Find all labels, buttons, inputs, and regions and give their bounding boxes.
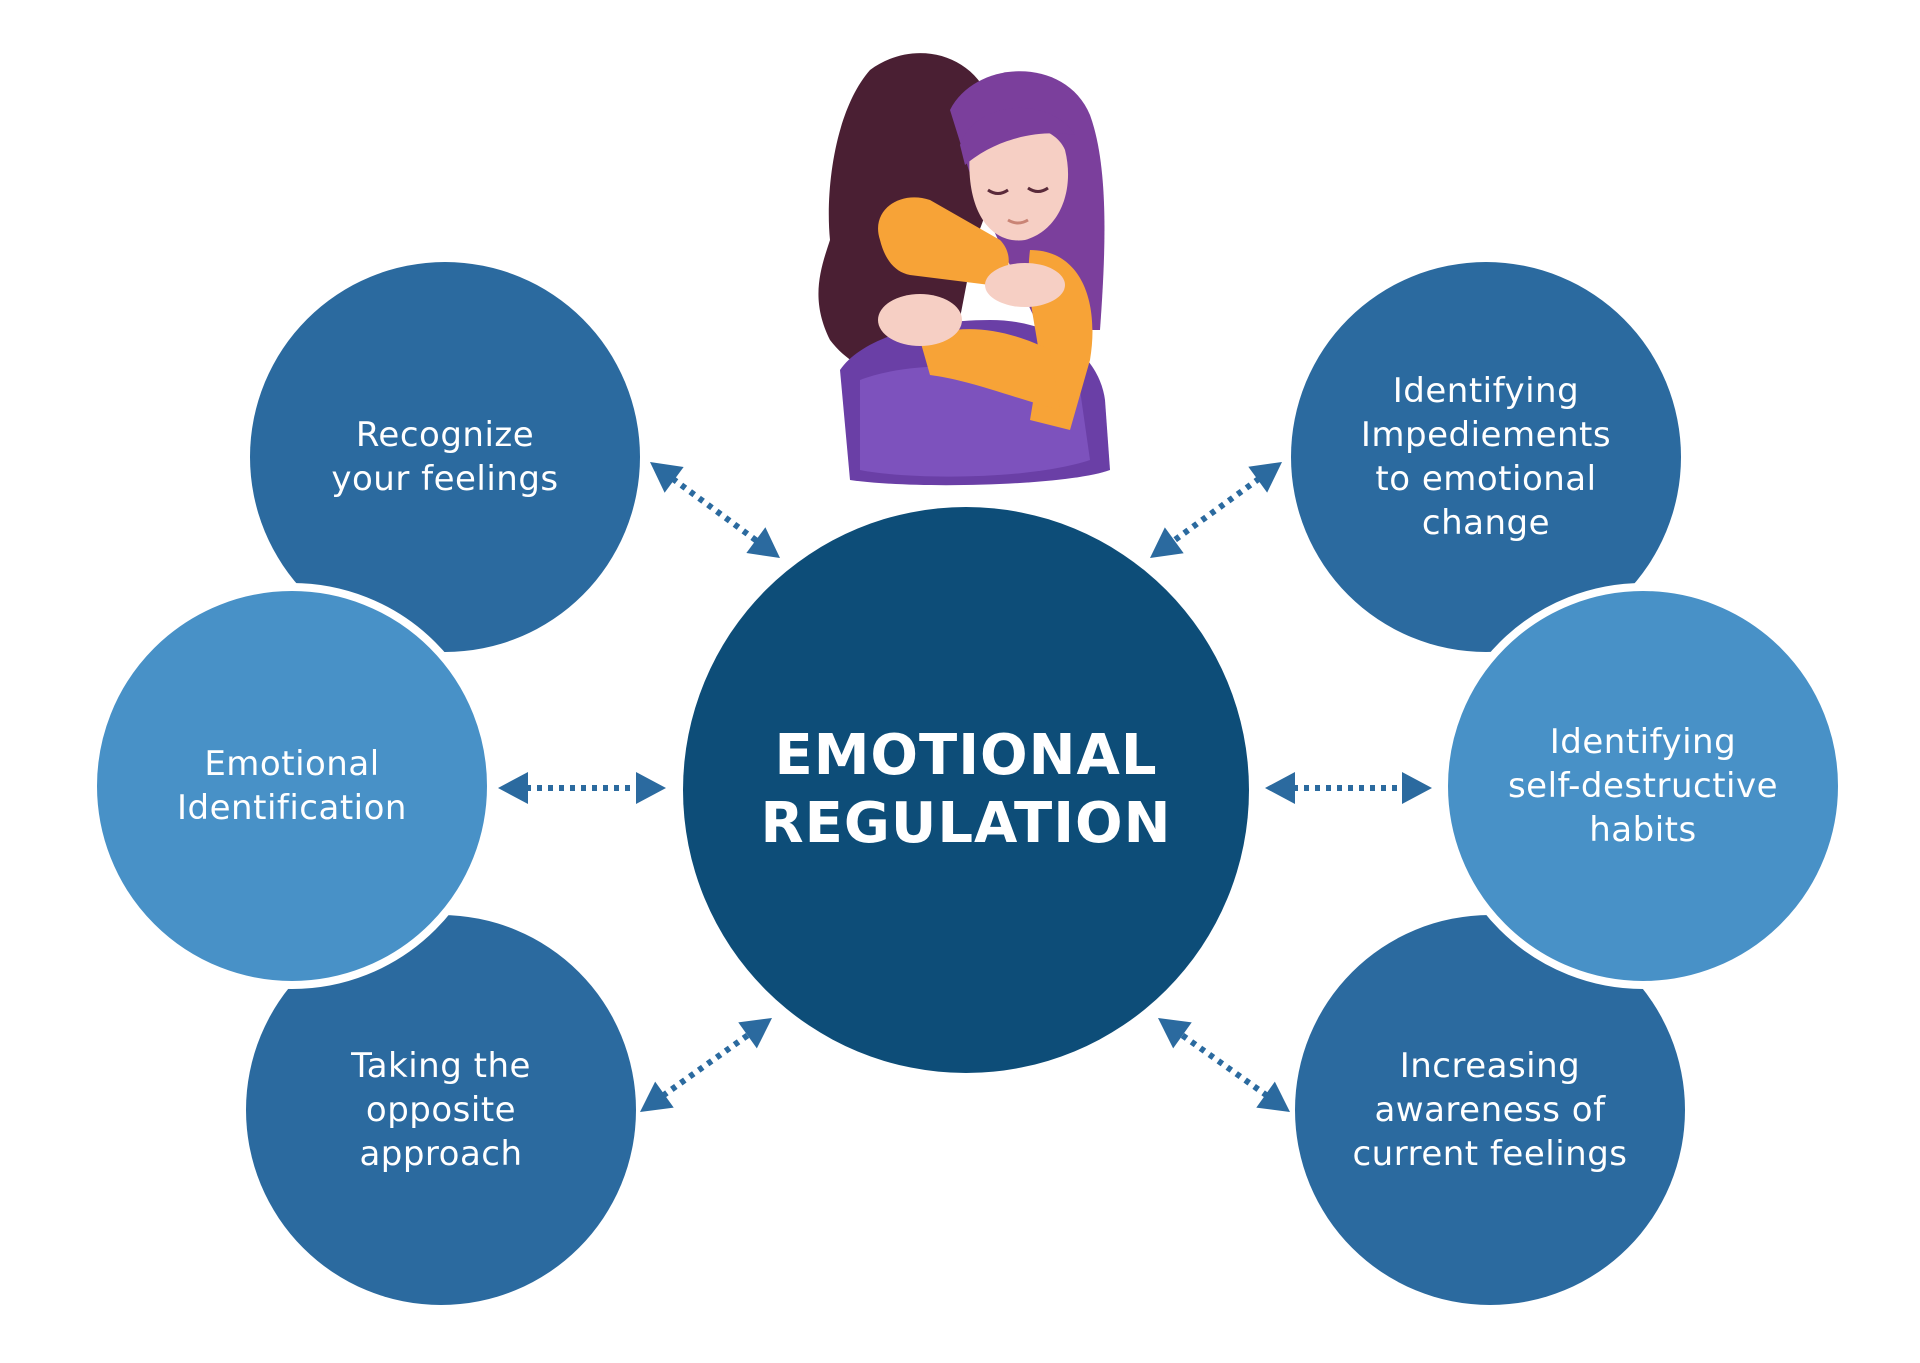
node-label: Identifying Impediements to emotional ch… (1321, 369, 1651, 546)
connector-identification-arrowhead-start (498, 772, 528, 804)
hand-right (985, 263, 1065, 307)
label-line: change (1421, 503, 1551, 544)
connector-impediments (1170, 476, 1262, 544)
label-line: Identifying (1392, 370, 1580, 411)
node-label: Taking the opposite approach (311, 1044, 571, 1177)
center-node-emotional-regulation: EMOTIONAL REGULATION (683, 507, 1249, 1073)
orange-arm-lower (920, 329, 1060, 410)
node-recognize-your-feelings: Recognize your feelings (250, 262, 640, 652)
node-label: Recognize your feelings (291, 413, 598, 501)
connector-awareness-arrowhead-start (1256, 1081, 1290, 1112)
node-label: Identifying self-destructive habits (1468, 720, 1818, 853)
node-identifying-self-destructive-habits: Identifying self-destructive habits (1440, 583, 1846, 989)
center-title-line-2: REGULATION (760, 791, 1172, 856)
connector-awareness-arrowhead-end (1158, 1018, 1192, 1049)
label-line: Identification (177, 788, 407, 828)
label-line: Taking the (351, 1045, 531, 1086)
connector-self-destructive-arrowhead-start (1265, 772, 1295, 804)
label-line: Increasing (1399, 1045, 1581, 1086)
connector-awareness (1179, 1031, 1269, 1099)
label-line: Recognize (355, 414, 535, 455)
closed-eye-right (1027, 186, 1049, 193)
connector-recognize (670, 476, 760, 544)
label-line: Identifying (1549, 721, 1737, 762)
hugging-people-illustration (818, 53, 1110, 486)
hand-left (878, 294, 962, 346)
center-title: EMOTIONAL REGULATION (761, 722, 1172, 859)
connector-self-destructive-arrowhead-end (1402, 772, 1432, 804)
center-title-line-1: EMOTIONAL (774, 722, 1158, 788)
label-line: current feelings (1352, 1134, 1628, 1175)
connector-opposite-arrowhead-end (738, 1018, 772, 1049)
connector-recognize-arrowhead-end (746, 527, 780, 558)
label-line: habits (1589, 810, 1697, 851)
bangs (960, 107, 1075, 165)
smile (1007, 218, 1029, 225)
label-line: self-destructive (1507, 765, 1779, 806)
label-line: Impediements (1360, 414, 1612, 455)
face (969, 125, 1069, 241)
connector-opposite-arrowhead-start (640, 1081, 674, 1112)
node-label: Emotional Identification (137, 742, 447, 830)
label-line: approach (359, 1134, 523, 1175)
label-line: Emotional (204, 743, 380, 784)
connector-impediments-arrowhead-start (1248, 462, 1282, 493)
node-emotional-identification: Emotional Identification (89, 583, 495, 989)
closed-eye-left (987, 188, 1009, 195)
orange-arm-top (878, 197, 1009, 285)
connector-identification-arrowhead-end (636, 772, 666, 804)
connector-recognize-arrowhead-start (650, 462, 684, 493)
label-line: your feelings (331, 459, 559, 499)
node-label: Increasing awareness of current feelings (1312, 1044, 1667, 1177)
label-line: to emotional (1375, 459, 1597, 499)
connector-opposite (661, 1031, 751, 1099)
label-line: awareness of (1374, 1089, 1606, 1130)
label-line: opposite (365, 1089, 517, 1130)
connector-impediments-arrowhead-end (1150, 527, 1184, 558)
